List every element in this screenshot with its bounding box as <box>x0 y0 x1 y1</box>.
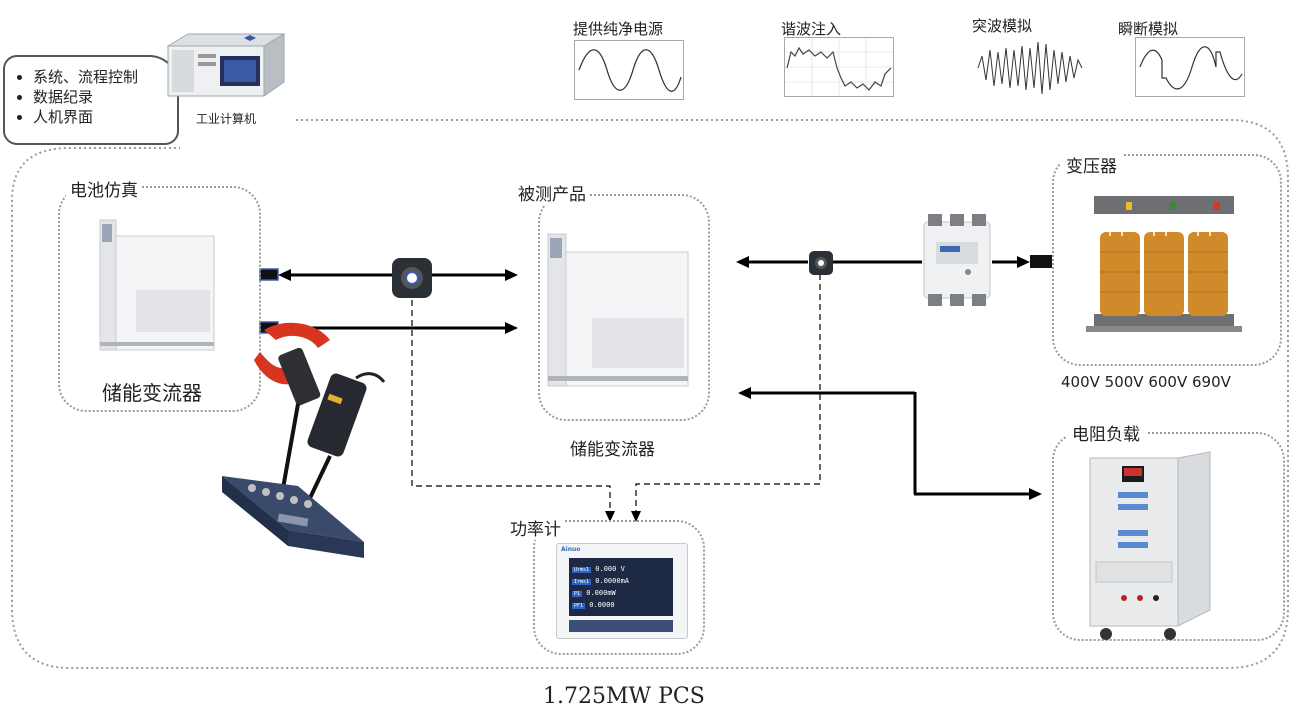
wave-title: 提供纯净电源 <box>573 20 664 38</box>
pcs-cabinet-icon <box>99 219 215 351</box>
ipc-label: 工业计算机 <box>196 112 257 126</box>
contactor-icon <box>923 214 991 306</box>
dut-box <box>538 194 710 421</box>
power-meter-keypad <box>569 620 673 632</box>
ipc-feature-item: 人机界面 <box>33 107 138 127</box>
footer-caption: 1.725MW PCS <box>543 684 705 709</box>
power-meter-reading-row: Irms1 0.0000mA <box>572 576 670 588</box>
current-sensor-icon <box>392 258 432 298</box>
resistive-load-cabinet-icon <box>1089 451 1211 640</box>
power-meter-screen: Urms1 0.000 V Irms1 0.0000mA P1 0.000mW … <box>569 558 673 616</box>
resistive-load-box <box>1052 432 1285 641</box>
reading-value: 0.0000 <box>589 601 615 609</box>
interruption-wave-panel <box>1135 37 1245 97</box>
reading-tag: Urms1 <box>572 567 592 573</box>
harmonic-wave-icon <box>785 38 893 96</box>
power-meter-title: 功率计 <box>506 515 565 540</box>
system-boundary <box>11 119 1289 669</box>
transformer-box <box>1052 154 1282 366</box>
transformer-voltages: 400V 500V 600V 690V <box>1061 373 1231 391</box>
surge-wave-icon <box>977 41 1083 95</box>
power-meter-reading-row: P1 0.000mW <box>572 588 670 600</box>
wave-title: 突波模拟 <box>972 17 1033 35</box>
surge-wave-panel <box>975 37 1085 97</box>
battery-simulator-box <box>58 186 261 412</box>
dut-device-label: 储能变流器 <box>570 440 655 460</box>
ipc-feature-item: 系统、流程控制 <box>33 67 138 87</box>
ipc-feature-list: 系统、流程控制 数据纪录 人机界面 <box>11 67 138 127</box>
reading-tag: PF1 <box>572 603 586 609</box>
reading-value: 0.000 V <box>595 565 625 573</box>
transformer-title: 变压器 <box>1060 152 1123 177</box>
ipc-feature-item: 数据纪录 <box>33 87 138 107</box>
power-meter-reading-row: Urms1 0.000 V <box>572 564 670 576</box>
battery-device-label: 储能变流器 <box>102 381 202 405</box>
sine-wave-icon <box>578 49 682 92</box>
power-meter-device: Ainuo Urms1 0.000 V Irms1 0.0000mA P1 0.… <box>556 543 688 639</box>
transformer-icon <box>1086 196 1242 332</box>
battery-simulator-title: 电池仿真 <box>66 176 142 201</box>
industrial-computer-icon <box>166 33 286 97</box>
reading-tag: Irms1 <box>572 579 592 585</box>
probe-and-recorder-icon <box>222 322 386 558</box>
harmonic-wave-panel <box>784 37 894 97</box>
power-meter-readings: Urms1 0.000 V Irms1 0.0000mA P1 0.000mW … <box>572 564 670 612</box>
current-sensor-icon <box>809 251 833 275</box>
ipc-feature-bubble: 系统、流程控制 数据纪录 人机界面 <box>3 55 179 145</box>
power-meter-reading-row: PF1 0.0000 <box>572 600 670 612</box>
dut-title: 被测产品 <box>514 180 590 205</box>
reading-value: 0.000mW <box>586 589 616 597</box>
pcs-cabinet-icon <box>547 233 689 387</box>
interruption-wave-icon <box>1139 46 1243 90</box>
reading-tag: P1 <box>572 591 583 597</box>
wave-title: 瞬断模拟 <box>1118 20 1179 38</box>
reading-value: 0.0000mA <box>595 577 629 585</box>
resistive-load-title: 电阻负载 <box>1066 420 1146 445</box>
wave-title: 谐波注入 <box>781 20 842 38</box>
power-meter-brand: Ainuo <box>561 546 581 553</box>
sine-wave-panel <box>574 40 684 100</box>
power-meter-box <box>533 520 705 655</box>
